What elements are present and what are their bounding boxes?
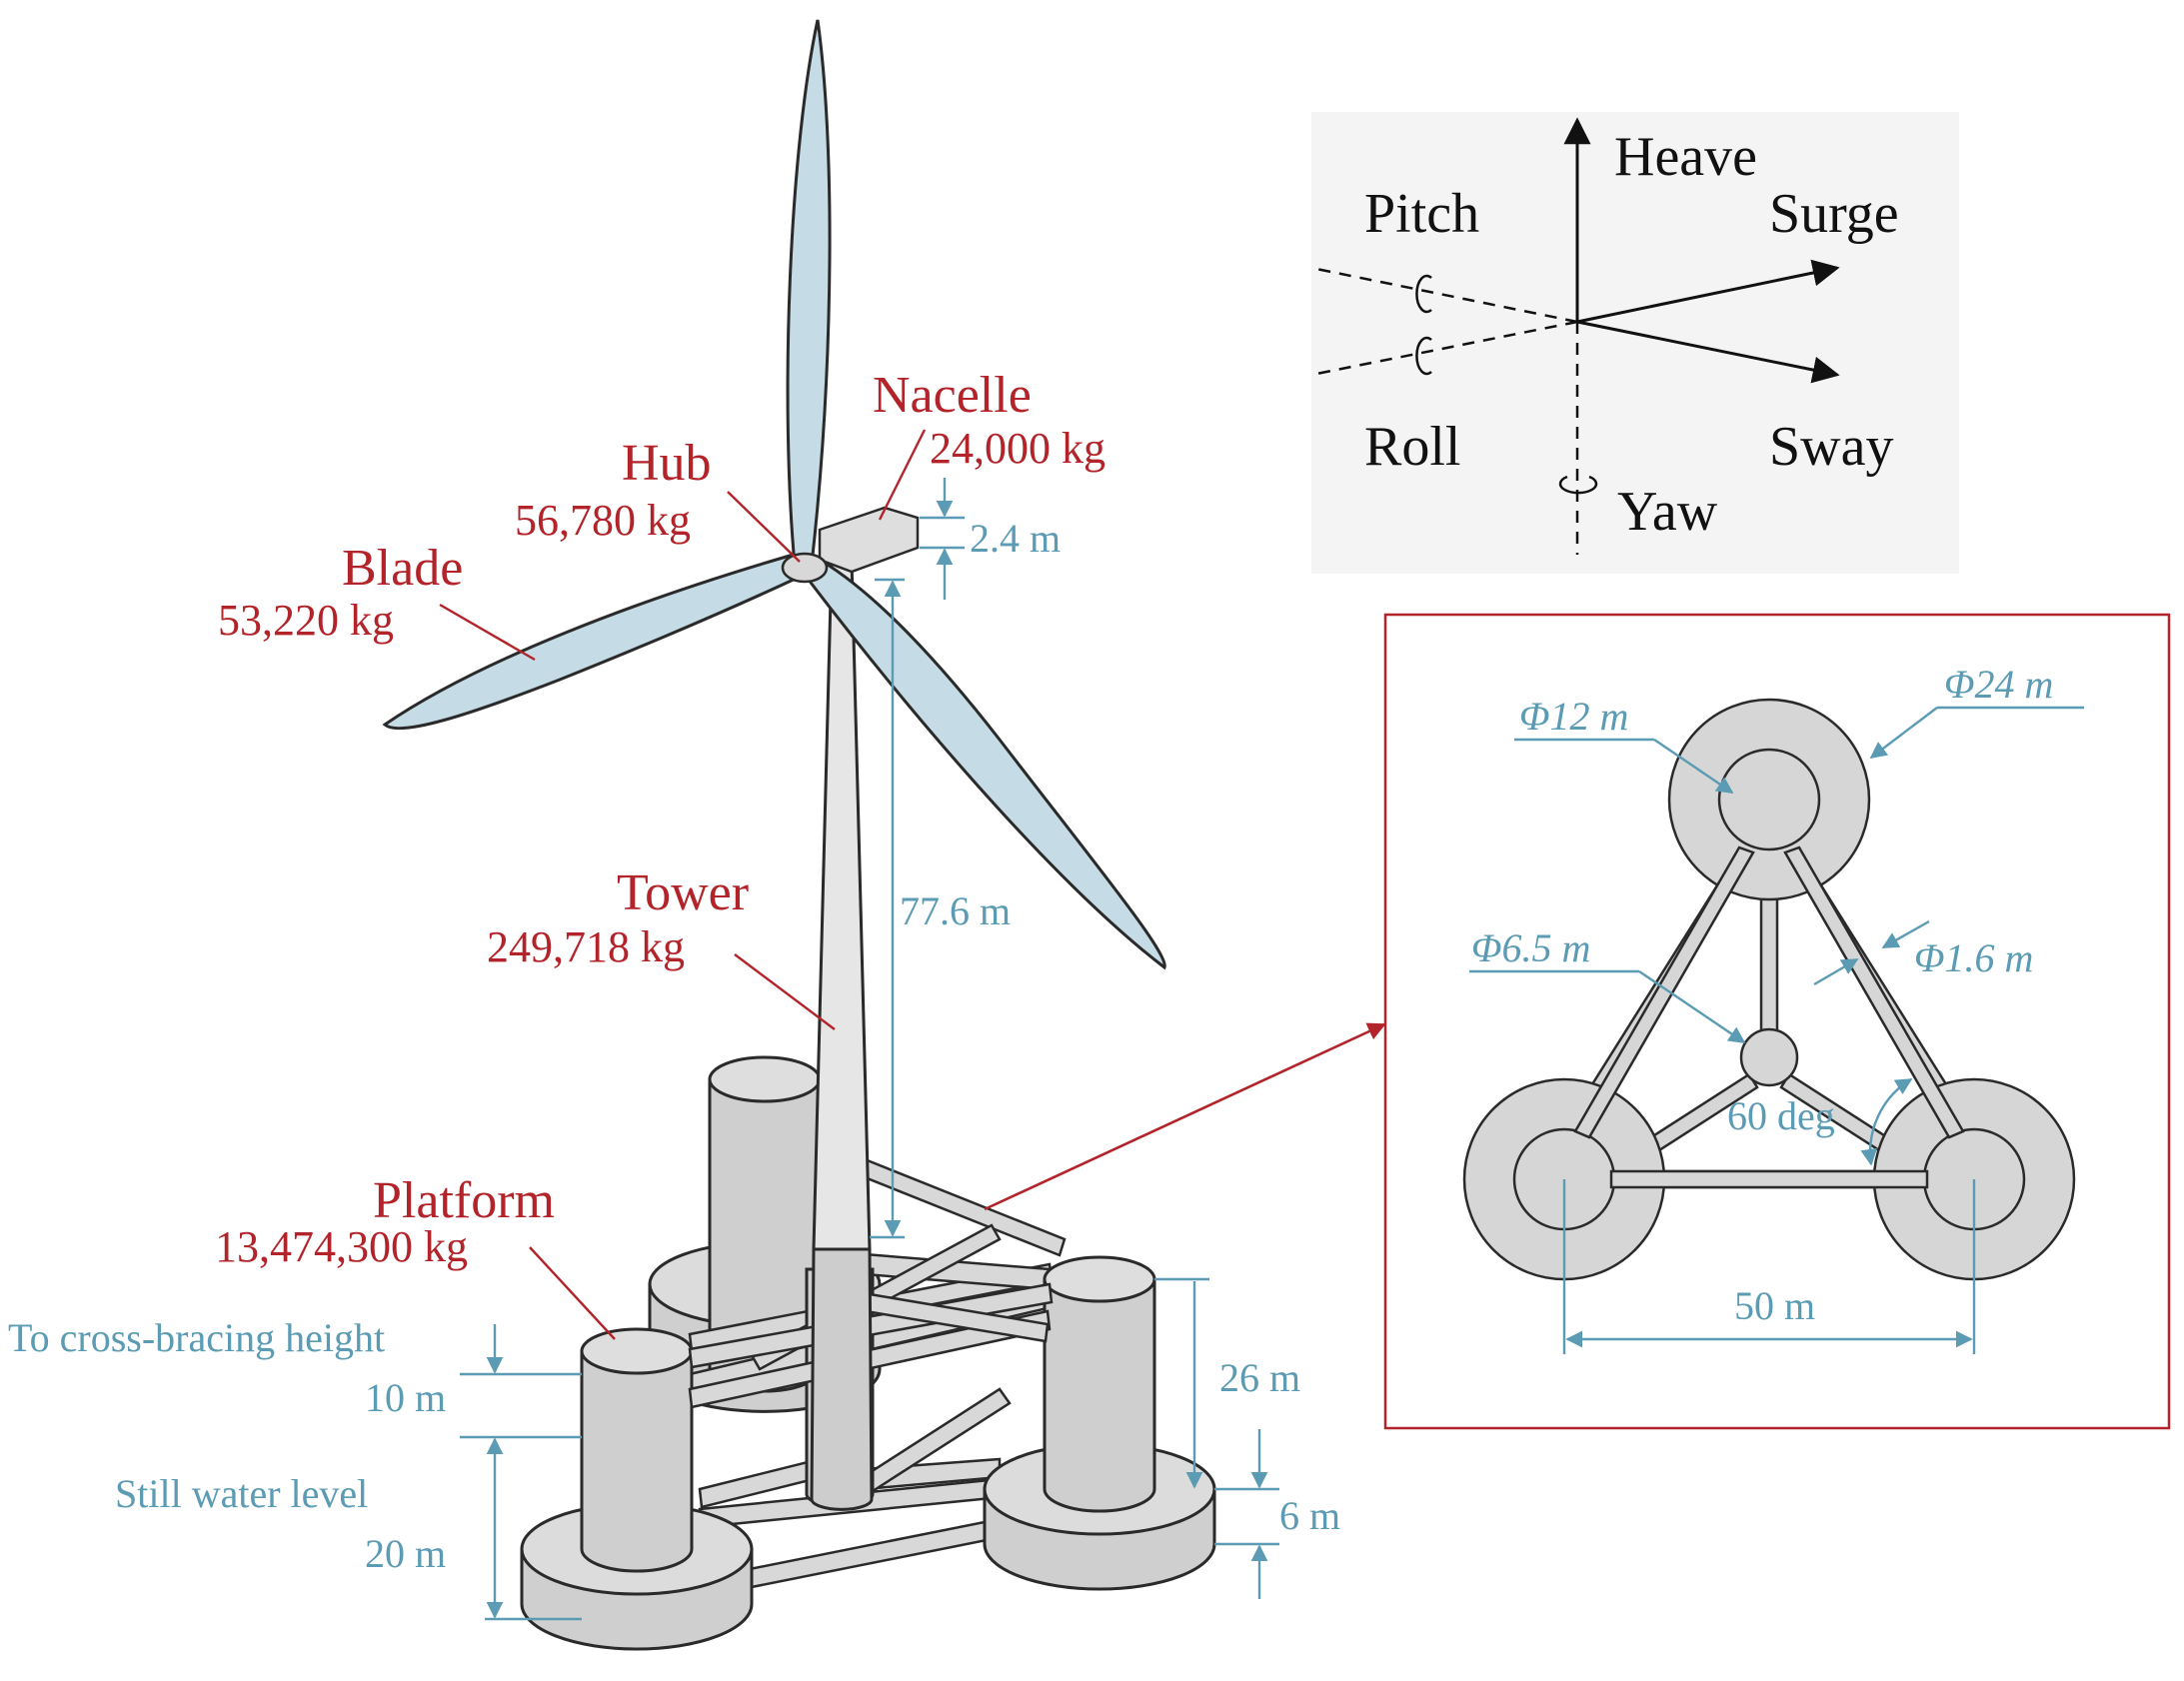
plan-angle-label: 60 deg bbox=[1727, 1093, 1835, 1138]
rotor bbox=[382, 19, 1166, 970]
hub bbox=[781, 552, 829, 584]
plan-view-inset: 50 m Φ12 m Φ24 m Φ6.5 m Φ1.6 m 60 deg bbox=[1383, 613, 2171, 1430]
plan-top-column bbox=[1717, 748, 1821, 851]
surge-axis bbox=[1576, 259, 1840, 324]
roll-rotation-icon bbox=[1415, 336, 1432, 376]
sway-axis bbox=[1576, 320, 1840, 384]
hub-mass: 56,780 kg bbox=[515, 496, 691, 545]
platform-leader bbox=[529, 1246, 616, 1340]
plan-view-pointer-arrow bbox=[984, 1022, 1386, 1211]
dof-inset: Heave Surge Pitch Roll Sway Yaw bbox=[1310, 112, 1959, 574]
plan-spacing-label: 50 m bbox=[1734, 1283, 1815, 1328]
plan-base-diameter: Φ24 m bbox=[1944, 662, 2053, 707]
plan-brace-diameter: Φ1.6 m bbox=[1914, 935, 2033, 980]
plan-center-diameter: Φ6.5 m bbox=[1471, 925, 1590, 970]
nacelle-leader bbox=[878, 429, 927, 521]
platform-label: Platform bbox=[373, 1172, 555, 1229]
surge-label: Surge bbox=[1769, 183, 1899, 245]
right-column bbox=[983, 1255, 1216, 1591]
blade-left bbox=[382, 554, 800, 731]
yaw-rotation-icon bbox=[1558, 475, 1598, 495]
cross-bracing-value: 10 m bbox=[365, 1375, 446, 1420]
sway-label: Sway bbox=[1769, 416, 1893, 478]
base-column-label: 6 m bbox=[1279, 1493, 1340, 1538]
tower-label: Tower bbox=[617, 864, 749, 921]
still-water-label: Still water level bbox=[115, 1471, 368, 1516]
nacelle-label: Nacelle bbox=[873, 367, 1032, 424]
yaw-label: Yaw bbox=[1617, 481, 1718, 543]
front-column bbox=[520, 1327, 754, 1651]
tower-leader bbox=[734, 953, 836, 1030]
blade-up bbox=[786, 19, 832, 567]
plan-center-column bbox=[1739, 1027, 1799, 1087]
hub-leader bbox=[727, 491, 801, 563]
nacelle-mass: 24,000 kg bbox=[930, 424, 1105, 473]
hub-label: Hub bbox=[622, 435, 712, 492]
roll-axis bbox=[1310, 320, 1578, 377]
tower-height-label: 77.6 m bbox=[900, 888, 1011, 933]
component-labels: Nacelle 24,000 kg Hub 56,780 kg Blade 53… bbox=[215, 367, 1105, 1340]
pitch-axis bbox=[1310, 266, 1578, 324]
platform-mass: 13,474,300 kg bbox=[215, 1222, 468, 1271]
blade-label: Blade bbox=[342, 540, 463, 597]
blade-mass: 53,220 kg bbox=[218, 596, 394, 645]
blade-leader bbox=[439, 603, 536, 662]
roll-label: Roll bbox=[1364, 416, 1460, 478]
upper-column-label: 26 m bbox=[1219, 1355, 1300, 1400]
dimension-annotations: 2.4 m 77.6 m To cross-bracing height 10 … bbox=[8, 478, 1340, 1621]
plan-angle-arc bbox=[1860, 1077, 1913, 1166]
tower bbox=[810, 558, 874, 1511]
pitch-label: Pitch bbox=[1364, 183, 1479, 245]
tower-mass: 249,718 kg bbox=[487, 922, 685, 971]
nacelle-height-label: 2.4 m bbox=[970, 516, 1061, 561]
pitch-rotation-icon bbox=[1415, 274, 1432, 314]
nacelle-body bbox=[818, 506, 920, 574]
cross-bracing-label: To cross-bracing height bbox=[8, 1315, 385, 1360]
plan-column-diameter: Φ12 m bbox=[1519, 694, 1628, 739]
heave-label: Heave bbox=[1614, 126, 1757, 188]
still-water-value: 20 m bbox=[365, 1531, 446, 1576]
